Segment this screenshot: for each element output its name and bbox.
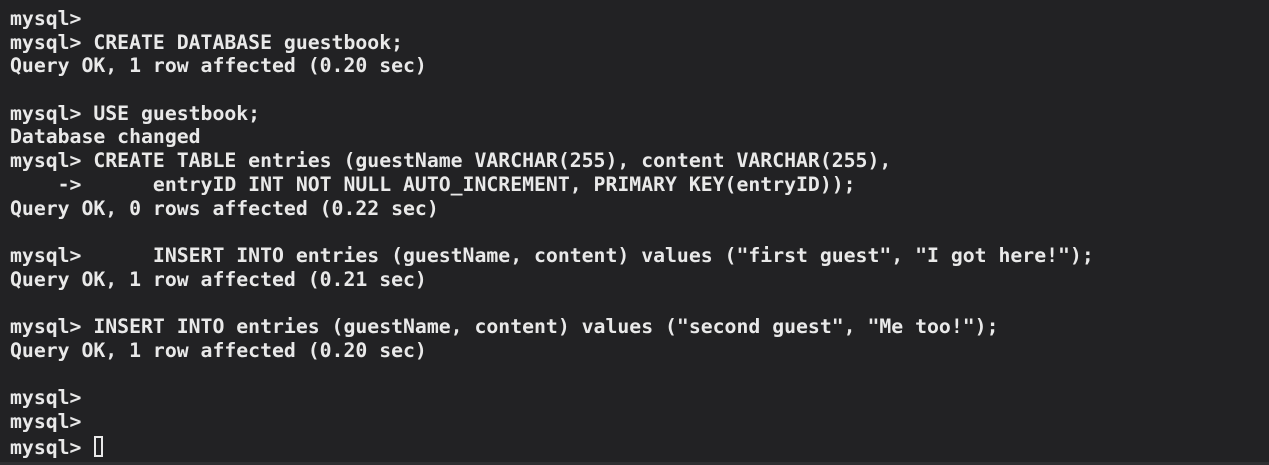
terminal-line-text: mysql> — [10, 7, 82, 30]
terminal-line-text: mysql> USE guestbook; — [10, 101, 261, 125]
terminal-line: Query OK, 1 row affected (0.20 sec) — [10, 339, 1269, 363]
terminal-line: Query OK, 0 rows affected (0.22 sec) — [10, 197, 1269, 221]
terminal-output: mysql>mysql> CREATE DATABASE guestbook;Q… — [10, 7, 1269, 460]
terminal-line: mysql> INSERT INTO entries (guestName, c… — [10, 315, 1269, 339]
terminal-line-text: Query OK, 0 rows affected (0.22 sec) — [10, 196, 439, 220]
terminal-line-text: Database changed — [10, 125, 201, 149]
terminal-line — [10, 362, 1269, 386]
terminal-line — [10, 291, 1269, 315]
terminal-cursor — [94, 436, 104, 458]
terminal-line — [10, 78, 1269, 102]
terminal-line-text: Query OK, 1 row affected (0.21 sec) — [10, 267, 427, 291]
terminal-line-text: mysql> — [10, 386, 82, 409]
terminal-line-text: mysql> — [10, 409, 82, 433]
terminal-line: mysql> CREATE DATABASE guestbook; — [10, 31, 1269, 55]
terminal-line: mysql> — [10, 433, 1269, 460]
terminal-line-text: mysql> CREATE TABLE entries (guestName V… — [10, 149, 892, 173]
window-bottom-edge — [0, 462, 1269, 465]
terminal-line-text: Query OK, 1 row affected (0.20 sec) — [10, 54, 427, 78]
terminal-line: mysql> — [10, 7, 1269, 31]
terminal-line: mysql> INSERT INTO entries (guestName, c… — [10, 244, 1269, 268]
terminal-line-text: mysql> — [10, 436, 94, 460]
terminal-line: -> entryID INT NOT NULL AUTO_INCREMENT, … — [10, 173, 1269, 197]
terminal-line-text: mysql> INSERT INTO entries (guestName, c… — [10, 243, 1094, 267]
terminal-line — [10, 220, 1269, 244]
terminal-line: mysql> — [10, 410, 1269, 434]
terminal-line-text: mysql> CREATE DATABASE guestbook; — [10, 30, 404, 54]
terminal-line: Database changed — [10, 125, 1269, 149]
terminal-line-text: Query OK, 1 row affected (0.20 sec) — [10, 338, 427, 362]
terminal-line: mysql> — [10, 386, 1269, 410]
terminal-line: mysql> USE guestbook; — [10, 102, 1269, 126]
terminal-line: Query OK, 1 row affected (0.21 sec) — [10, 268, 1269, 292]
terminal-line: Query OK, 1 row affected (0.20 sec) — [10, 54, 1269, 78]
terminal-line-text: -> entryID INT NOT NULL AUTO_INCREMENT, … — [10, 172, 856, 196]
terminal-line: mysql> CREATE TABLE entries (guestName V… — [10, 149, 1269, 173]
terminal-line-text: mysql> INSERT INTO entries (guestName, c… — [10, 314, 999, 338]
